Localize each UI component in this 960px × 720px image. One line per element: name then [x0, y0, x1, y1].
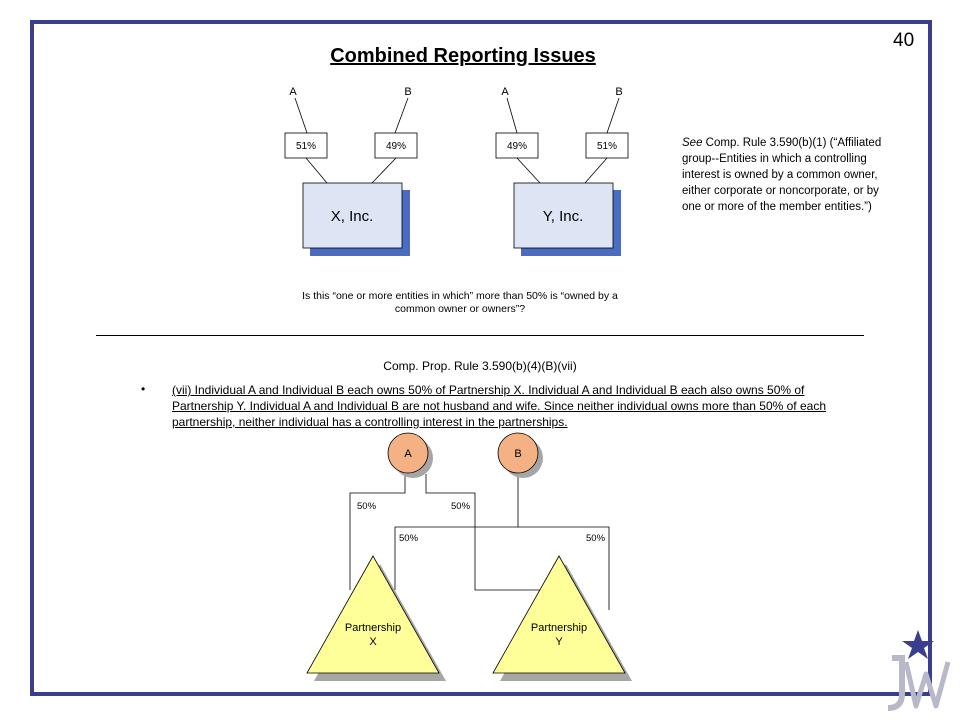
rule-note: See Comp. Rule 3.590(b)(1) (“Affiliated … [682, 135, 897, 215]
partnership-y-letter: Y [555, 636, 563, 648]
percent-a: 51% [296, 141, 316, 152]
star-icon [902, 630, 934, 659]
top-left-diagram: A B 51% 49% X, Inc. [284, 86, 418, 256]
bullet-marker: • [141, 382, 146, 396]
slide-frame [30, 20, 932, 696]
rule-note-text: Comp. Rule 3.590(b)(1) (“Affiliated grou… [682, 137, 882, 213]
percent-a-to-x: 50% [357, 501, 377, 512]
partnership-x-triangle [306, 555, 440, 674]
percent-b: 49% [386, 141, 406, 152]
entity-label: Y, Inc. [543, 208, 584, 225]
entity-box-y-inc [513, 182, 614, 249]
top-right-diagram: A B 49% 51% Y, Inc. [495, 86, 629, 256]
partnership-x-letter: X [369, 636, 377, 648]
owner-b-label: B [404, 86, 411, 98]
section-divider [96, 335, 864, 336]
percent-a-to-y: 50% [451, 501, 471, 512]
owner-b-label: B [615, 86, 622, 98]
jw-logo [887, 630, 951, 711]
percent-box [495, 132, 539, 159]
percent-b-to-x: 50% [399, 533, 419, 544]
entity-label: X, Inc. [331, 208, 374, 225]
bottom-diagram: 50% 50% 50% 50% A B Partnership X Partne… [306, 432, 632, 681]
ownership-question: Is this “one or more entities in which” … [302, 290, 618, 315]
rule-heading: Comp. Prop. Rule 3.590(b)(4)(B)(vii) [383, 359, 577, 373]
partnership-y-triangle [492, 555, 626, 674]
page-title: Combined Reporting Issues [330, 45, 596, 67]
entity-box-x-inc [302, 182, 403, 249]
page-number: 40 [893, 30, 915, 51]
owner-a-label: A [501, 86, 509, 98]
owner-b-label: B [514, 448, 521, 460]
percent-b: 51% [597, 141, 617, 152]
percent-box [374, 132, 418, 159]
owner-a-circle [387, 432, 429, 474]
owner-a-label: A [404, 448, 412, 460]
partnership-y-label: Partnership [531, 622, 587, 634]
logo-letter-w [903, 661, 951, 709]
rule-text: (vii) Individual A and Individual B each… [172, 383, 826, 429]
percent-box [284, 132, 328, 159]
partnership-x-label: Partnership [345, 622, 401, 634]
owner-a-label: A [289, 86, 297, 98]
logo-letter-j [887, 655, 905, 711]
rule-note-see: See [682, 137, 703, 149]
percent-a: 49% [507, 141, 527, 152]
owner-b-circle [497, 432, 539, 474]
percent-b-to-y: 50% [586, 533, 606, 544]
